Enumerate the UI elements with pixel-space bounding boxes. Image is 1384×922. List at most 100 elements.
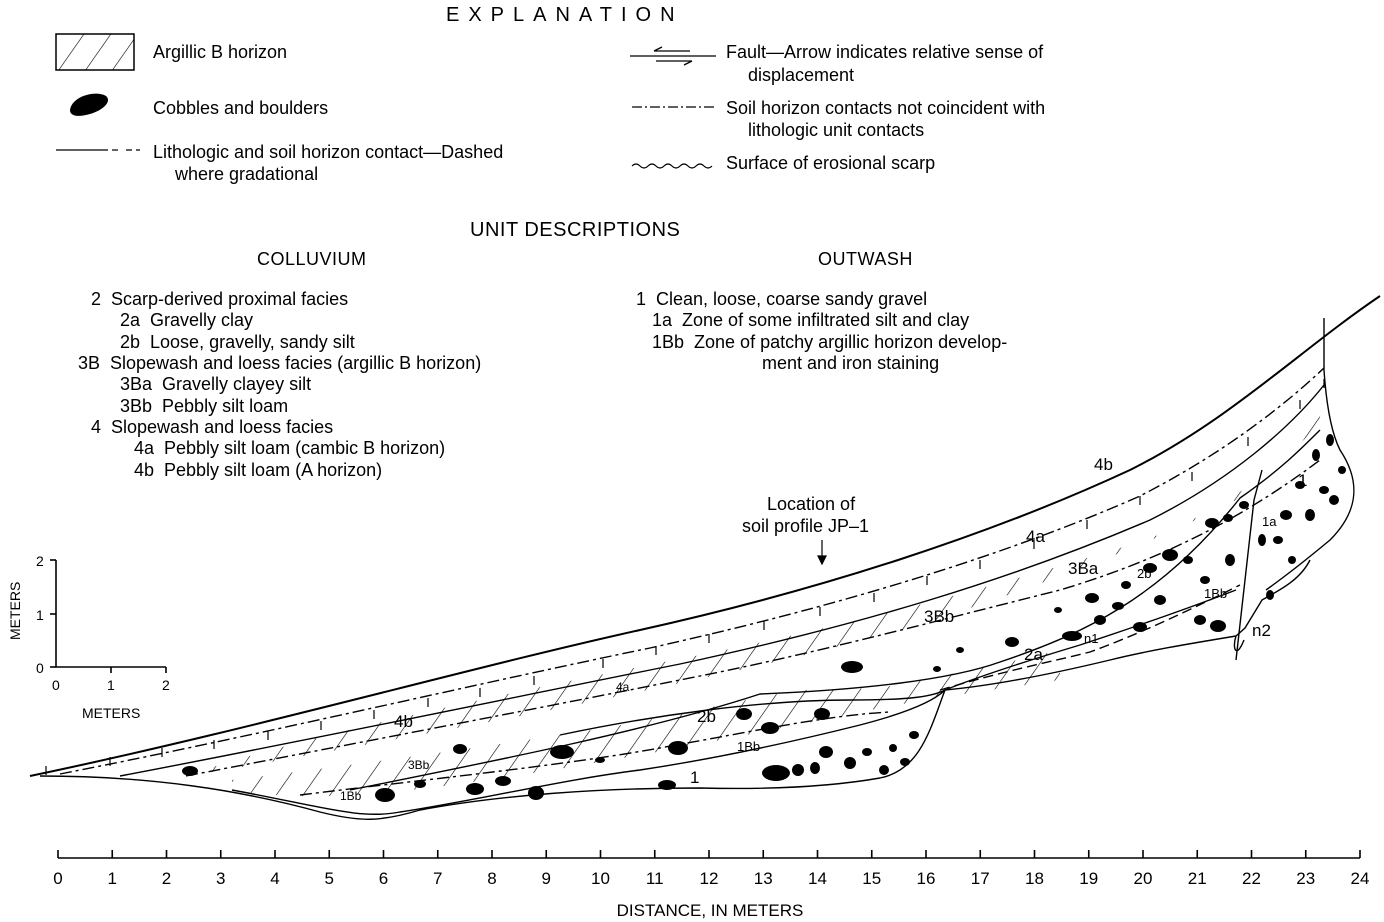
distance-axis-tick-label: 21 [1188, 869, 1207, 888]
distance-axis-tick-label: 14 [808, 869, 827, 888]
legend-cobbles-label: Cobbles and boulders [153, 98, 329, 118]
colluvium-line: 2a Gravelly clay [120, 310, 254, 330]
legend-argillic-swatch [55, 33, 135, 71]
legend-contact-label-2: where gradational [175, 164, 319, 184]
distance-axis-tick-label: 10 [591, 869, 610, 888]
distance-axis-tick-label: 11 [646, 869, 664, 888]
outwash-bottom [1233, 635, 1245, 652]
distance-axis-tick-label: 23 [1296, 869, 1315, 888]
scale-vert-title: METERS [7, 582, 23, 640]
unit-label-1Bb-mid: 1Bb [737, 739, 760, 754]
surface-ticks [45, 379, 1325, 775]
contact-1-top [231, 689, 946, 816]
explanation-title: EXPLANATION [446, 4, 684, 26]
colluvium-line: 2b Loose, gravelly, sandy silt [120, 332, 355, 352]
legend-fault-label-1: Fault—Arrow indicates relative sense of [726, 42, 1044, 62]
unit-label-3Bb-mid: 3Bb [924, 607, 954, 626]
distance-axis-tick-label: 8 [487, 869, 496, 888]
colluvium-line: 4a Pebbly silt loam (cambic B horizon) [134, 438, 446, 458]
fault-line [1235, 469, 1263, 661]
scarp-face [1265, 318, 1355, 591]
scale-bar-labels: 2 1 0 0 1 2 METERS METERS [7, 553, 170, 721]
scale-horz-tick: 0 [52, 677, 60, 693]
distance-axis-title: DISTANCE, IN METERS [617, 901, 804, 920]
distance-axis-tick-label: 0 [53, 869, 62, 888]
scale-horz-tick: 2 [162, 677, 170, 693]
distance-axis-tick-label: 4 [270, 869, 279, 888]
colluvium-heading: COLLUVIUM [257, 249, 367, 269]
unit-label-1Bb-right: 1Bb [1204, 586, 1227, 601]
unit-labels: 4b 4a 3Ba 2b 1Bb 1a 1 n1 n2 2a 3Bb 4a 4b… [340, 455, 1307, 803]
scale-horz-title: METERS [82, 705, 140, 721]
outwash-heading: OUTWASH [818, 249, 913, 269]
outwash-line: ment and iron staining [762, 353, 940, 373]
contact-2a-2b [939, 584, 1241, 691]
cross-section [29, 295, 1381, 820]
unit-label-2b-right: 2b [1137, 566, 1151, 581]
unit-descriptions-title: UNIT DESCRIPTIONS [470, 219, 681, 241]
unit-label-3Bb-left: 3Bb [408, 758, 430, 772]
cobbles [182, 434, 1346, 802]
unit-label-n2: n2 [1252, 621, 1271, 640]
scale-vert-tick: 1 [36, 607, 44, 623]
unit-label-4a-mid: 4a [616, 680, 630, 694]
distance-axis-tick-label: 17 [971, 869, 990, 888]
legend-contact-label-1: Lithologic and soil horizon contact—Dash… [153, 142, 504, 162]
colluvium-line: 3Ba Gravelly clayey silt [120, 374, 312, 394]
distance-axis-tick-label: 15 [862, 869, 881, 888]
scale-vert-tick: 0 [36, 660, 44, 676]
contact-1Bb-upper [299, 711, 891, 796]
outwash-line: 1 Clean, loose, coarse sandy gravel [636, 289, 928, 309]
unit-label-1-right: 1 [1298, 471, 1307, 490]
scale-bar [50, 559, 167, 673]
legend-argillic-label: Argillic B horizon [153, 42, 288, 62]
unit-label-2a: 2a [1024, 645, 1043, 664]
distance-axis-tick-label: 13 [754, 869, 773, 888]
distance-axis-tick-label: 1 [108, 869, 117, 888]
unit-label-4a-right: 4a [1026, 527, 1045, 546]
contact-3Ba-base [349, 429, 1321, 791]
outwash-line: 1Bb Zone of patchy argillic horizon deve… [652, 332, 1008, 352]
legend-fault-swatch [630, 46, 716, 66]
distance-axis-tick-label: 24 [1351, 869, 1370, 888]
colluvium-line: 3B Slopewash and loess facies (argillic … [78, 353, 482, 373]
distance-axis-tick-label: 2 [162, 869, 171, 888]
legend-cobble-swatch [70, 93, 109, 116]
unit-label-1-left: 1 [690, 768, 699, 787]
contact-4b-4a [59, 367, 1325, 775]
distance-axis-tick-label: 5 [325, 869, 334, 888]
legend-fault-label-2: displacement [748, 65, 855, 85]
outwash-line: 1a Zone of some infiltrated silt and cla… [652, 310, 970, 330]
location-note-2: soil profile JP–1 [742, 516, 870, 536]
distance-axis-tick-label: 7 [433, 869, 442, 888]
distance-axis-tick-label: 19 [1079, 869, 1098, 888]
argillic-zone-lower [232, 650, 1060, 797]
unit-label-2b-left: 2b [697, 707, 716, 726]
distance-axis-tick-label: 20 [1134, 869, 1153, 888]
location-note-1: Location of [767, 494, 856, 514]
scale-vert-tick: 2 [36, 553, 44, 569]
distance-axis-tick-label: 9 [542, 869, 551, 888]
scale-horz-tick: 1 [107, 677, 115, 693]
colluvium-line: 4 Slopewash and loess facies [91, 417, 334, 437]
distance-axis-tick-label: 22 [1242, 869, 1261, 888]
contact-4a-3B [119, 384, 1325, 777]
unit-label-4b-left: 4b [394, 712, 413, 731]
colluvium-line: 4b Pebbly silt loam (A horizon) [134, 460, 383, 480]
legend-soil-label-1: Soil horizon contacts not coincident wit… [726, 98, 1046, 118]
ground-surface [29, 295, 1381, 777]
legend-scarp-label: Surface of erosional scarp [726, 153, 936, 173]
colluvium-line: 2 Scarp-derived proximal facies [91, 289, 349, 309]
unit-label-1Bb-left: 1Bb [340, 789, 362, 803]
unit-label-4b-right: 4b [1094, 455, 1113, 474]
distance-axis-tick-label: 6 [379, 869, 388, 888]
legend-scarp-swatch [631, 163, 713, 169]
unit-label-n1: n1 [1084, 631, 1098, 646]
distance-axis-tick-label: 18 [1025, 869, 1044, 888]
colluvium-line: 3Bb Pebbly silt loam [120, 396, 289, 416]
contact-3Bb-3Ba [185, 459, 1321, 777]
unit-label-3Ba: 3Ba [1068, 559, 1099, 578]
distance-axis-tick-label: 12 [700, 869, 719, 888]
section-base-right [944, 559, 1311, 691]
